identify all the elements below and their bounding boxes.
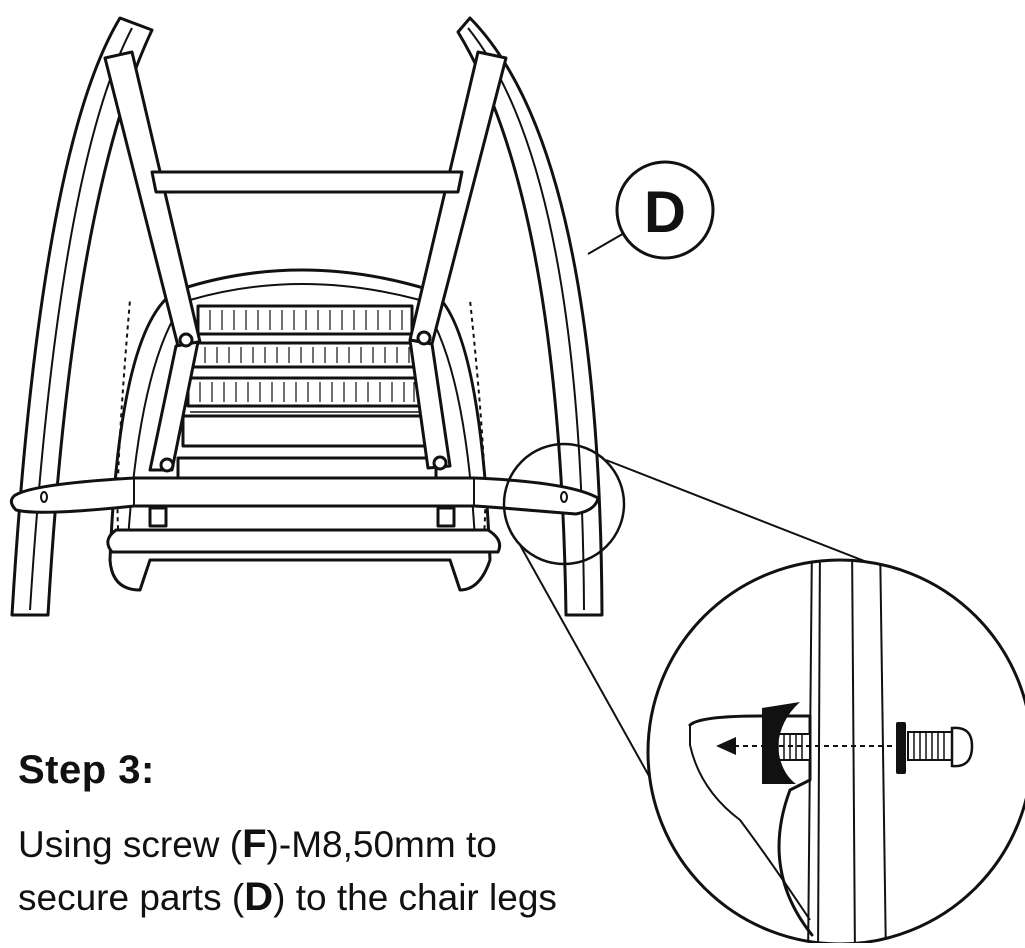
instruction-line-1: Using screw (F)-M8,50mm to <box>18 822 497 866</box>
chair-frame <box>103 50 508 473</box>
screw-f <box>907 726 974 768</box>
barrel-nut <box>762 702 800 784</box>
callout-label-d: D <box>644 180 686 245</box>
step-instructions: Using screw (F)-M8,50mm to secure parts … <box>18 818 557 924</box>
part-callout-d: D <box>587 160 715 260</box>
insert-direction-arrow <box>716 737 736 755</box>
step-title: Step 3: <box>18 748 155 792</box>
rocker-base <box>106 505 502 554</box>
instruction-line-2: secure parts (D) to the chair legs <box>18 875 557 919</box>
part-ref-d: D <box>244 875 274 919</box>
magnifier-leader-lines <box>519 459 901 811</box>
wicker-seat <box>108 268 492 592</box>
part-ref-f: F <box>242 822 267 866</box>
front-crossbar <box>9 476 600 516</box>
detail-source-circle <box>502 442 626 566</box>
magnified-detail <box>646 558 1025 946</box>
